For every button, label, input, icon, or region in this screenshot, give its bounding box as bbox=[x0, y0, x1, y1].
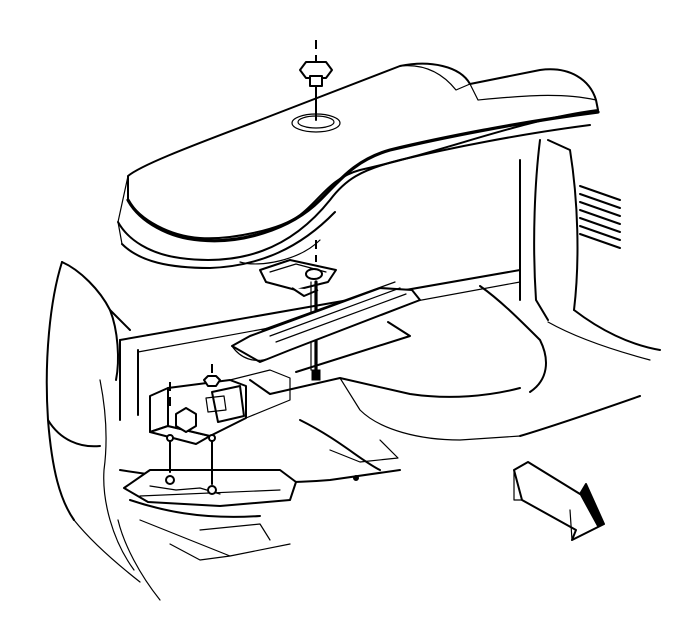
top-wing-nut bbox=[299, 40, 333, 121]
front-direction-arrow bbox=[513, 461, 605, 541]
right-body-panel bbox=[533, 139, 661, 361]
cargo-cover bbox=[117, 62, 600, 269]
jack-bracket bbox=[149, 369, 291, 445]
left-body-panel bbox=[45, 261, 161, 601]
tool-tray bbox=[231, 281, 421, 373]
jack-fasteners bbox=[166, 364, 221, 485]
floor-panel bbox=[119, 285, 641, 561]
vent-louvers bbox=[579, 185, 621, 249]
jack-base-plate bbox=[123, 469, 297, 507]
hold-down-bracket bbox=[259, 240, 337, 297]
